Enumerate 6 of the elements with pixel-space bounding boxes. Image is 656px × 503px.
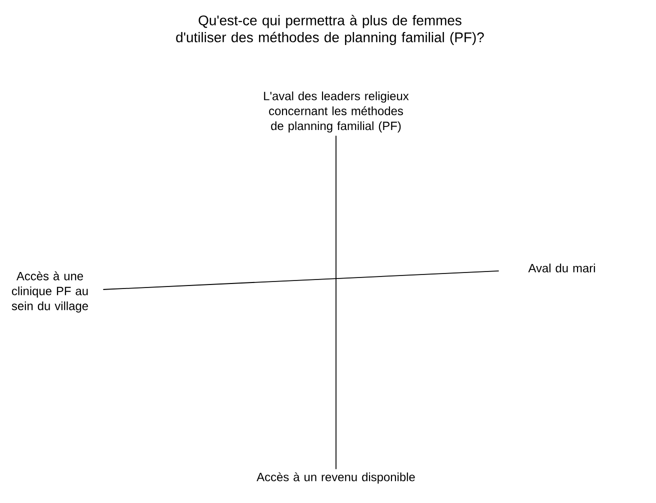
title: Qu'est-ce qui permettra à plus de femmes d'utiliser des méthodes de planning familial (PF)? [176, 14, 484, 46]
axis-label: L'aval des leaders religieux concernant les méthodes de planning familial (PF) [264, 91, 409, 133]
axis-label: Accès à un revenu disponible [256, 472, 415, 484]
axis-label: Accès à une clinique PF au sein du village [12, 271, 88, 313]
axis-label: Aval du mari [528, 264, 595, 272]
axis-line [102, 270, 500, 290]
